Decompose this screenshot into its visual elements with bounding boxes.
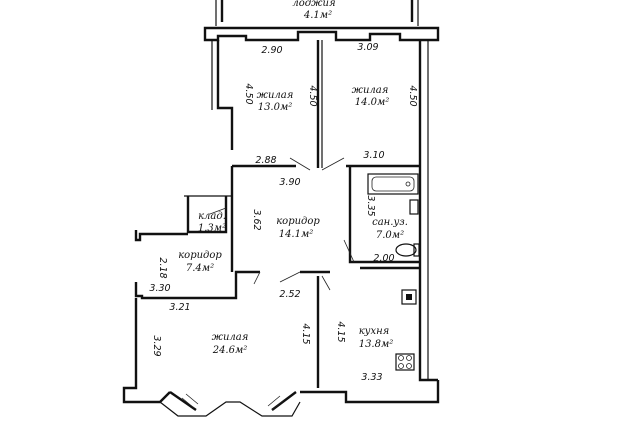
doors <box>209 157 355 291</box>
room-area: 7.0м² <box>376 230 404 241</box>
walls <box>122 0 440 417</box>
toilet <box>395 243 417 257</box>
room-name: сан.уз. <box>372 217 408 228</box>
dimension-label: 2.18 <box>157 257 168 278</box>
dimension-label: 4.50 <box>307 85 318 106</box>
dimension-label: 3.29 <box>151 335 162 356</box>
dimension-label: 2.90 <box>261 45 282 56</box>
dimension-label: 2.00 <box>373 253 394 264</box>
stove <box>395 353 415 371</box>
dimensions: 2.90 3.09 4.50 4.50 4.50 2.88 3.10 3.90 … <box>149 42 418 383</box>
dimension-label: 4.15 <box>335 321 346 342</box>
room-bedroom-1: жилая 13.0м² <box>257 90 294 113</box>
room-name: коридор <box>276 216 320 227</box>
sink <box>409 199 419 215</box>
dimension-label: 3.10 <box>363 150 384 161</box>
room-area: 14.0м² <box>355 97 390 108</box>
room-corridor-main: коридор 14.1м² <box>276 216 320 240</box>
dimension-label: 4.50 <box>243 83 254 104</box>
dimension-label: 4.15 <box>300 323 311 344</box>
room-name: жилая <box>257 90 294 101</box>
dimension-label: 3.21 <box>169 302 190 313</box>
room-bedroom-2: жилая 14.0м² <box>352 85 390 108</box>
room-name: лоджия <box>292 0 335 9</box>
room-living-room: жилая 24.6м² <box>212 332 249 356</box>
room-storage: клад. 1.3м² <box>198 211 226 234</box>
dimension-label: 3.09 <box>357 42 378 53</box>
fixtures <box>367 173 420 371</box>
room-area: 4.1м² <box>303 10 332 21</box>
room-area: 14.1м² <box>279 229 314 240</box>
room-area: 1.3м² <box>198 223 226 234</box>
room-area: 7.4м² <box>186 263 214 274</box>
dimension-label: 3.33 <box>361 372 382 383</box>
room-name: жилая <box>212 332 249 343</box>
room-name: коридор <box>178 250 222 261</box>
dimension-label: 4.50 <box>407 85 418 106</box>
room-area: 24.6м² <box>212 345 248 356</box>
dimension-label: 3.62 <box>251 209 262 230</box>
dimension-label: 3.90 <box>279 177 300 188</box>
room-area: 13.8м² <box>359 339 394 350</box>
room-name: кухня <box>359 326 390 337</box>
dimension-label: 2.88 <box>255 155 276 166</box>
room-corridor-small: коридор 7.4м² <box>178 250 222 274</box>
room-loggia: лоджия 4.1м² <box>292 0 335 21</box>
room-bathroom: сан.уз. 7.0м² <box>372 217 408 241</box>
room-name: жилая <box>352 85 389 96</box>
ventilation-box <box>401 289 417 305</box>
dimension-label: 3.30 <box>149 283 170 294</box>
room-kitchen: кухня 13.8м² <box>359 326 394 350</box>
room-area: 13.0м² <box>258 102 293 113</box>
bathtub <box>367 173 419 195</box>
room-name: клад. <box>198 211 226 222</box>
dimension-label: 3.35 <box>365 195 376 216</box>
dimension-label: 2.52 <box>279 289 300 300</box>
